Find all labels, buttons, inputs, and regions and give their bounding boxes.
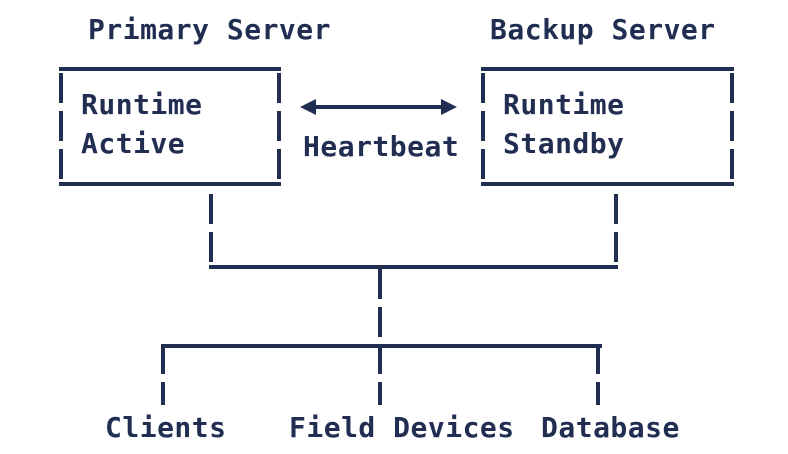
- server-bus-line: [209, 265, 618, 269]
- leaf-label-clients: Clients: [105, 411, 227, 444]
- trunk-line: [378, 269, 382, 344]
- primary-server-title: Primary Server: [88, 13, 332, 46]
- database-drop-line: [596, 348, 600, 405]
- backup-runtime-label: Runtime: [503, 88, 625, 121]
- clients-drop-line: [161, 348, 165, 405]
- primary-runtime-label: Runtime: [81, 88, 203, 121]
- backup-state-label: Standby: [503, 127, 625, 160]
- leaf-label-field-devices: Field Devices: [289, 411, 515, 444]
- backup-drop-line: [614, 194, 618, 265]
- bidirectional-arrow-icon: [300, 99, 457, 115]
- device-bus-line: [161, 344, 602, 348]
- field-devices-drop-line: [378, 348, 382, 405]
- primary-drop-line: [209, 194, 213, 265]
- primary-state-label: Active: [81, 127, 186, 160]
- arrow-head-right: [441, 99, 457, 115]
- arrow-shaft: [308, 105, 449, 109]
- heartbeat-label: Heartbeat: [303, 130, 460, 163]
- backup-server-box: Runtime Standby: [481, 67, 734, 186]
- primary-server-box: Runtime Active: [59, 67, 281, 186]
- backup-server-title: Backup Server: [490, 13, 716, 46]
- leaf-label-database: Database: [541, 411, 680, 444]
